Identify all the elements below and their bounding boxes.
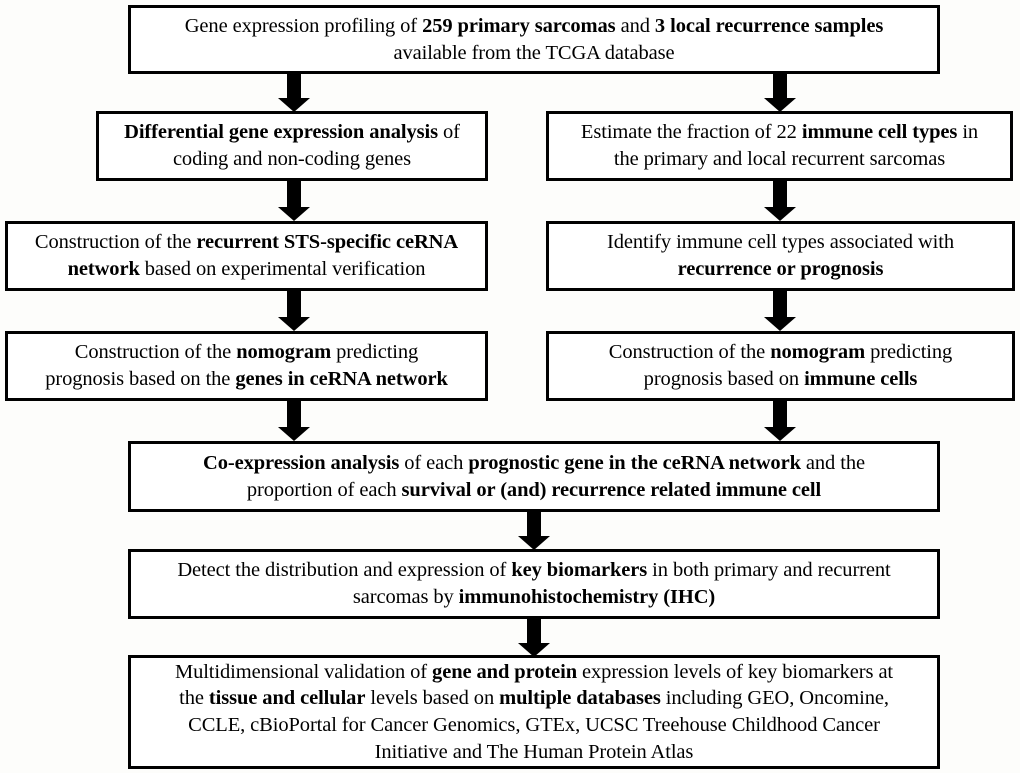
node-differential-gene-expression-analysis: Differential gene expression analysis of… bbox=[96, 111, 488, 181]
arrow-head bbox=[278, 98, 310, 112]
arrow-shaft bbox=[287, 181, 301, 207]
arrow-shaft bbox=[527, 512, 541, 536]
arrow-head bbox=[764, 317, 796, 331]
node-ihc-detection-text: Detect the distribution and expression o… bbox=[177, 559, 891, 608]
arrow-n2-to-n4 bbox=[278, 181, 310, 221]
arrow-shaft bbox=[773, 291, 787, 317]
arrow-head bbox=[518, 536, 550, 550]
arrow-shaft bbox=[287, 291, 301, 317]
node-multidimensional-validation-text: Multidimensional validation of gene and … bbox=[174, 660, 894, 763]
arrow-n5-to-n7 bbox=[764, 291, 796, 331]
node-identify-immune-cell-types-text: Identify immune cell types associated wi… bbox=[606, 231, 955, 280]
node-cerna-network-construction-text: Construction of the recurrent STS-specif… bbox=[34, 231, 459, 280]
arrow-n4-to-n6 bbox=[278, 291, 310, 331]
arrow-shaft bbox=[527, 619, 541, 643]
arrow-shaft bbox=[773, 401, 787, 427]
arrow-head bbox=[764, 427, 796, 441]
node-co-expression-analysis-text: Co-expression analysis of each prognosti… bbox=[203, 451, 865, 501]
arrow-shaft bbox=[773, 74, 787, 98]
node-co-expression-analysis: Co-expression analysis of each prognosti… bbox=[128, 441, 940, 512]
arrow-head bbox=[278, 427, 310, 441]
arrow-n1-to-n3 bbox=[764, 74, 796, 112]
arrow-n9-to-n10 bbox=[518, 619, 550, 657]
node-differential-gene-expression-analysis-text: Differential gene expression analysis of… bbox=[124, 121, 460, 170]
arrow-shaft bbox=[287, 401, 301, 427]
arrow-head bbox=[278, 317, 310, 331]
arrow-n3-to-n5 bbox=[764, 181, 796, 221]
node-gene-expression-profiling-text: Gene expression profiling of 259 primary… bbox=[184, 14, 884, 64]
arrow-shaft bbox=[287, 74, 301, 98]
arrow-head bbox=[764, 98, 796, 112]
arrow-n7-to-n8 bbox=[764, 401, 796, 441]
arrow-n6-to-n8 bbox=[278, 401, 310, 441]
node-ihc-detection: Detect the distribution and expression o… bbox=[128, 549, 940, 619]
node-estimate-immune-cell-fraction: Estimate the fraction of 22 immune cell … bbox=[546, 111, 1013, 181]
arrow-n1-to-n2 bbox=[278, 74, 310, 112]
node-estimate-immune-cell-fraction-text: Estimate the fraction of 22 immune cell … bbox=[580, 121, 979, 170]
arrow-head bbox=[278, 207, 310, 221]
arrow-shaft bbox=[773, 181, 787, 207]
node-gene-expression-profiling: Gene expression profiling of 259 primary… bbox=[128, 5, 940, 74]
node-multidimensional-validation: Multidimensional validation of gene and … bbox=[128, 655, 940, 769]
node-identify-immune-cell-types: Identify immune cell types associated wi… bbox=[546, 221, 1015, 291]
node-cerna-network-construction: Construction of the recurrent STS-specif… bbox=[5, 221, 488, 291]
arrow-head bbox=[764, 207, 796, 221]
arrow-n8-to-n9 bbox=[518, 512, 550, 550]
arrow-head bbox=[518, 643, 550, 657]
